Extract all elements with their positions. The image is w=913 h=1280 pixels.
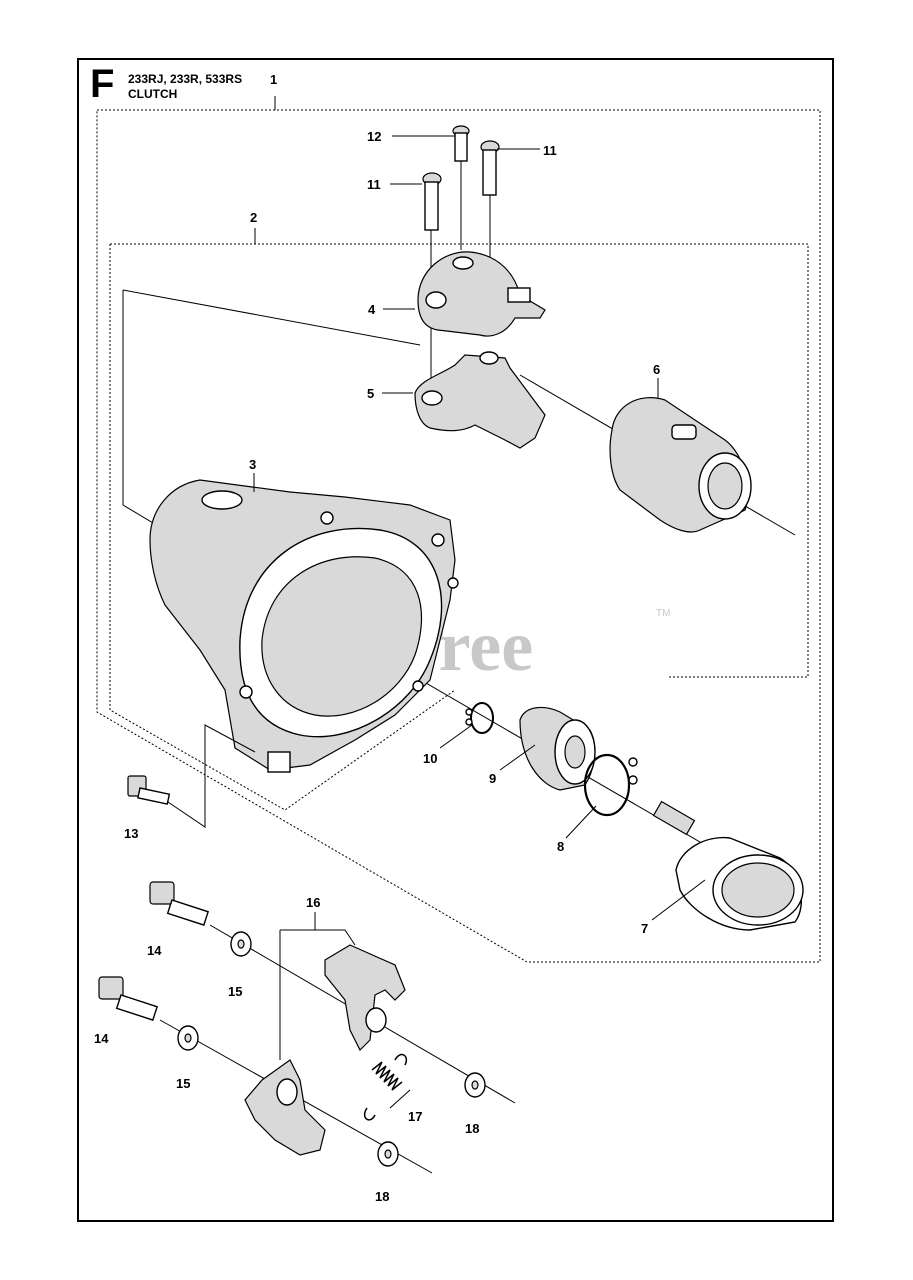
callout-8: 8 <box>557 839 564 854</box>
part-5-clamp-lower <box>414 351 546 449</box>
callout-3: 3 <box>249 457 256 472</box>
part-9-bearing <box>519 706 596 791</box>
callout-2: 2 <box>250 210 257 225</box>
callout-16: 16 <box>306 895 320 910</box>
callout-10: 10 <box>423 751 437 766</box>
leader-17 <box>389 1089 411 1109</box>
callout-1: 1 <box>270 72 277 87</box>
watermark-trademark: TM <box>656 608 670 619</box>
callout-14-upper: 14 <box>147 943 162 958</box>
callout-4: 4 <box>368 302 376 317</box>
part-4-clamp-upper <box>417 251 546 337</box>
callout-11-lower: 11 <box>367 177 381 192</box>
callout-13: 13 <box>124 826 138 841</box>
section-title: CLUTCH <box>128 87 178 101</box>
part-10-circlip <box>465 702 494 734</box>
part-14-shoulder-screw-upper <box>149 881 210 926</box>
part-16-clutch-shoe-lower <box>244 1059 326 1156</box>
callout-14-lower: 14 <box>94 1031 109 1046</box>
part-3-clutch-housing <box>149 479 459 773</box>
guide-top <box>122 289 421 346</box>
part-15-washer-lower <box>177 1025 199 1051</box>
callout-9: 9 <box>489 771 496 786</box>
part-18-washer-lower <box>377 1141 399 1167</box>
part-7-clutch-drum <box>652 800 804 931</box>
callout-15-lower: 15 <box>176 1076 190 1091</box>
part-15-washer-upper <box>230 931 252 957</box>
callout-11-upper: 11 <box>543 143 557 158</box>
callout-15-upper: 15 <box>228 984 242 999</box>
callout-17: 17 <box>408 1109 422 1124</box>
leader-7 <box>651 879 706 921</box>
screw-12 <box>452 125 470 250</box>
assembly-2-outline-left <box>109 244 456 811</box>
assembly-1-outline <box>96 109 821 963</box>
screw-11-right <box>480 140 500 260</box>
section-letter: F <box>90 62 115 106</box>
part-14-shoulder-screw-lower <box>98 976 159 1021</box>
part-16-clutch-shoe-upper <box>324 944 406 1052</box>
part-8-snap-ring <box>583 753 638 817</box>
assembly-2-outline <box>110 243 809 678</box>
screw-11-left <box>422 172 442 395</box>
callout-18-upper: 18 <box>465 1121 479 1136</box>
callout-6: 6 <box>653 362 660 377</box>
leader-9 <box>499 744 536 771</box>
part-18-washer-upper <box>464 1072 486 1098</box>
callout-18-lower: 18 <box>375 1189 389 1204</box>
leader-10 <box>439 724 473 749</box>
leader-8 <box>565 805 597 839</box>
model-numbers: 233RJ, 233R, 533RS <box>128 72 243 86</box>
part-17-spring <box>363 1053 407 1121</box>
part-13-screw <box>127 724 256 828</box>
callout-12: 12 <box>367 129 381 144</box>
diagram-frame <box>77 58 834 1222</box>
leader-16-right <box>280 929 356 946</box>
part-6-damper-sleeve <box>609 397 752 533</box>
callout-7: 7 <box>641 921 648 936</box>
callout-5: 5 <box>367 386 374 401</box>
